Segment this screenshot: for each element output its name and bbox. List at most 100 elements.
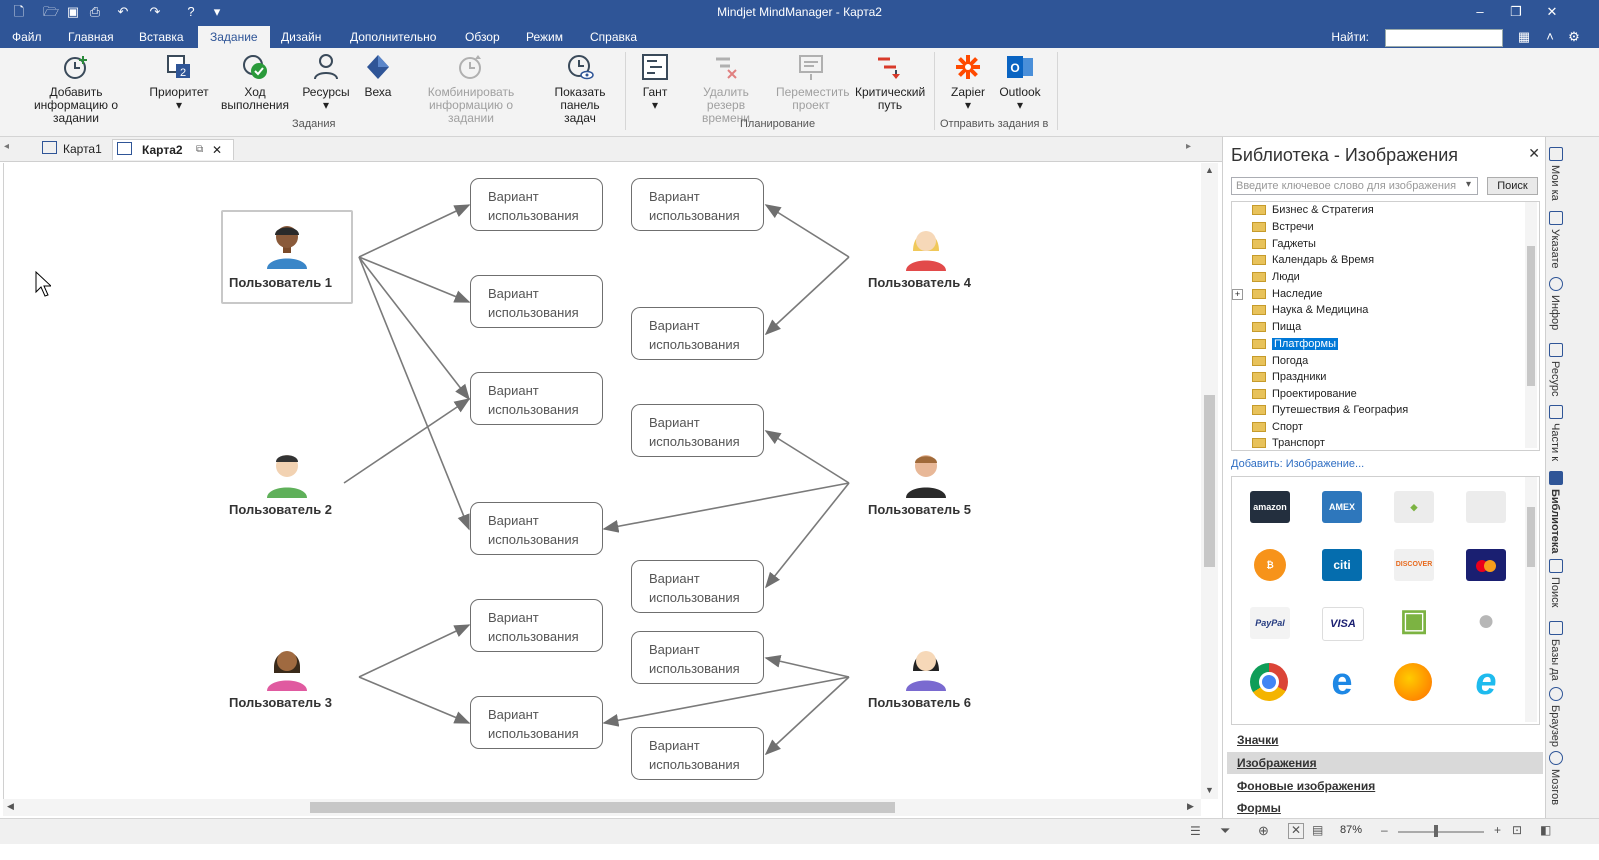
navigate-icon[interactable]: ⊕	[1258, 823, 1269, 838]
resources-button[interactable]: Ресурсы▾	[298, 52, 354, 112]
apple-logo-icon[interactable]: ●	[1476, 604, 1496, 637]
tree-item[interactable]: Встречи	[1252, 219, 1314, 235]
close-tab-icon[interactable]: ✕	[212, 143, 223, 157]
fit-window-icon[interactable]: ⊡	[1512, 823, 1523, 837]
scrollbar-thumb[interactable]	[1204, 395, 1215, 567]
tree-item-selected[interactable]: Платформы	[1252, 336, 1338, 352]
layout-icon[interactable]: ▦	[1517, 29, 1531, 44]
remove-slack-button[interactable]: Удалить резерв времени	[682, 52, 770, 125]
apple-small-icon[interactable]	[1466, 491, 1506, 523]
panel-toggle-icon[interactable]: ◧	[1540, 823, 1552, 837]
firefox-icon[interactable]	[1394, 663, 1432, 701]
user-topic[interactable]: Пользователь 2	[229, 448, 349, 528]
pin-icon[interactable]: ⧉	[196, 144, 204, 155]
scroll-right-icon[interactable]: ▶	[1187, 801, 1194, 811]
library-search-button[interactable]: Поиск	[1487, 177, 1538, 195]
help-icon[interactable]: ?	[187, 4, 195, 19]
close-window-icon[interactable]: ✕	[1546, 4, 1558, 19]
side-tab-markers[interactable]: Указате	[1549, 229, 1561, 269]
tree-item[interactable]: Праздники	[1252, 369, 1326, 385]
milestone-button[interactable]: Веха	[358, 52, 398, 99]
paypal-logo-icon[interactable]: PayPal	[1250, 607, 1290, 639]
tree-scrollbar[interactable]	[1525, 202, 1537, 448]
category-icons[interactable]: Значки	[1237, 733, 1279, 747]
priority-button[interactable]: 2 Приоритет▾	[146, 52, 212, 112]
combine-task-info-button[interactable]: Комбинировать информацию о задании	[402, 52, 540, 125]
side-tab-library[interactable]: Библиотека	[1549, 489, 1561, 554]
category-backgrounds[interactable]: Фоновые изображения	[1237, 779, 1376, 793]
map-canvas[interactable]: Пользователь 1 Пользователь 2 Пользовате…	[3, 163, 1202, 799]
restore-icon[interactable]: ❐	[1510, 4, 1522, 19]
expand-plus-icon[interactable]: +	[1232, 289, 1243, 300]
doc-tab-map1[interactable]: Карта1	[38, 139, 106, 159]
tree-item[interactable]: Календарь & Время	[1252, 252, 1374, 268]
scrollbar-thumb[interactable]	[310, 802, 895, 813]
open-icon[interactable]: 🗁	[42, 4, 60, 19]
save-icon[interactable]: ▣	[66, 4, 80, 19]
tree-item[interactable]: Проектирование	[1252, 386, 1357, 402]
category-shapes[interactable]: Формы	[1237, 801, 1281, 815]
new-file-icon[interactable]: 🗋	[13, 4, 25, 19]
zoom-slider-handle[interactable]	[1434, 825, 1438, 837]
side-tab-browser[interactable]: Браузер	[1549, 705, 1561, 747]
side-tab-resources[interactable]: Ресурс	[1549, 361, 1561, 397]
outline-view-icon[interactable]: ☰	[1190, 824, 1201, 838]
customize-toolbar-icon[interactable]: ▾	[213, 4, 221, 19]
undo-icon[interactable]: ↶	[117, 4, 129, 19]
scroll-right-icon[interactable]: ▸	[1186, 141, 1192, 152]
chrome-icon[interactable]	[1250, 663, 1288, 701]
scroll-up-icon[interactable]: ▲	[1205, 165, 1214, 175]
scroll-down-icon[interactable]: ▼	[1205, 785, 1214, 795]
zapier-button[interactable]: Zapier▾	[944, 52, 992, 112]
show-task-pane-button[interactable]: Показать панель задач	[542, 52, 618, 125]
tree-item[interactable]: Погода	[1252, 353, 1308, 369]
scroll-left-icon[interactable]: ◂	[4, 141, 10, 152]
tab-task[interactable]: Задание	[198, 26, 270, 48]
vertical-scrollbar[interactable]: ▲ ▼	[1201, 163, 1218, 799]
library-search-input[interactable]: Введите ключевое слово для изображения	[1231, 177, 1478, 195]
add-image-link[interactable]: Добавить: Изображение...	[1231, 458, 1365, 470]
filter-icon[interactable]: ⏷	[1220, 823, 1231, 838]
redo-icon[interactable]: ↷	[149, 4, 161, 19]
user-topic[interactable]: Пользователь 4	[868, 221, 988, 301]
bitcoin-icon[interactable]: ₿	[1254, 549, 1286, 581]
zoom-out-icon[interactable]: –	[1381, 823, 1388, 837]
tree-item[interactable]: Транспорт	[1252, 435, 1325, 450]
tree-item[interactable]: Гаджеты	[1252, 236, 1316, 252]
side-tab-search[interactable]: Поиск	[1549, 577, 1561, 608]
user-topic[interactable]: Пользователь 5	[868, 448, 988, 528]
side-tab-map-parts[interactable]: Части к	[1549, 423, 1561, 462]
progress-button[interactable]: Ход выполнения	[216, 52, 294, 112]
tab-view[interactable]: Режим	[526, 30, 563, 44]
scrollbar-thumb[interactable]	[1527, 246, 1535, 386]
android-small-icon[interactable]: ◆	[1394, 491, 1434, 523]
outlook-button[interactable]: O Outlook▾	[994, 52, 1046, 112]
amex-logo-icon[interactable]: AMEX	[1322, 491, 1362, 523]
print-icon[interactable]: ⎙	[89, 4, 101, 19]
side-tab-info[interactable]: Инфор	[1549, 295, 1561, 331]
side-tab-brainstorm[interactable]: Мозгов	[1549, 769, 1561, 806]
tree-item[interactable]: Бизнес & Стратегия	[1252, 202, 1374, 218]
scrollbar-thumb[interactable]	[1527, 507, 1535, 567]
user-topic[interactable]: Пользователь 1	[229, 213, 349, 293]
minimize-icon[interactable]: –	[1476, 4, 1484, 19]
tree-item[interactable]: Люди	[1252, 269, 1300, 285]
amazon-logo-icon[interactable]: amazon	[1250, 491, 1290, 523]
tab-advanced[interactable]: Дополнительно	[350, 30, 437, 44]
add-task-info-button[interactable]: Добавить информацию о задании	[10, 52, 142, 125]
side-tab-my-maps[interactable]: Мои ка	[1549, 165, 1561, 201]
find-input[interactable]	[1385, 29, 1503, 47]
collapse-ribbon-icon[interactable]: ˄	[1546, 29, 1554, 44]
user-topic[interactable]: Пользователь 6	[868, 641, 988, 721]
zoom-slider[interactable]	[1398, 825, 1484, 837]
